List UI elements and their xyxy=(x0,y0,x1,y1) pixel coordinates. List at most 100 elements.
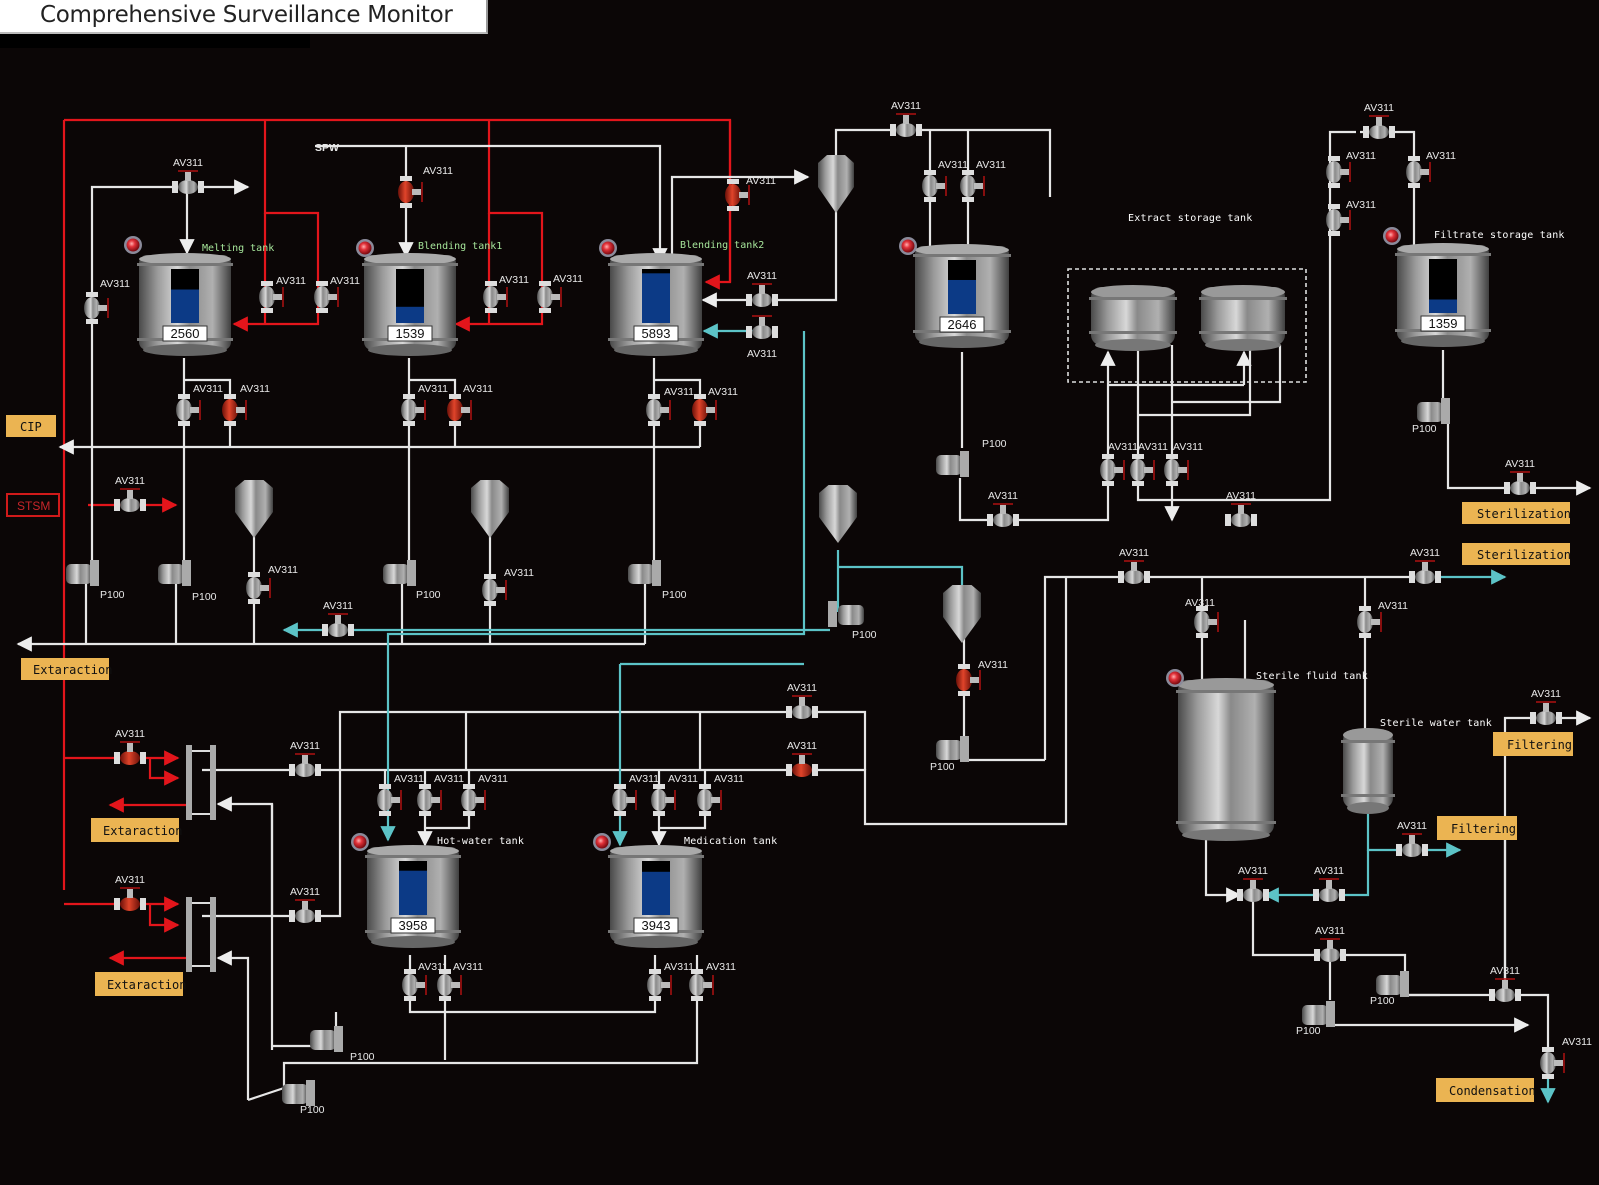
valve-av311[interactable]: AV311 xyxy=(1396,820,1428,857)
sterilization-button-1[interactable]: Sterilization xyxy=(1462,502,1571,524)
extraction-button-2[interactable]: Extaraction xyxy=(91,818,182,842)
valve-av311[interactable]: AV311 xyxy=(1314,925,1346,962)
tank-blending2[interactable]: 5893 xyxy=(608,253,704,356)
valve-av311[interactable]: AV311 xyxy=(259,275,306,313)
valve-av311[interactable]: AV311 xyxy=(483,274,529,313)
tank-blending1[interactable]: 1539 xyxy=(362,253,458,356)
valve-av311[interactable]: AV311 xyxy=(246,564,298,604)
valve-av311[interactable]: AV311 xyxy=(114,728,146,765)
valve-av311[interactable]: AV311 xyxy=(646,386,694,426)
filtering-button-2[interactable]: Filtering xyxy=(1437,816,1517,840)
valve-av311[interactable]: AV311 xyxy=(960,159,1006,202)
valve-av311[interactable]: AV311 xyxy=(1237,865,1269,902)
valve-av311[interactable]: AV311 xyxy=(1118,547,1150,584)
valve-av311[interactable]: AV311 xyxy=(1530,688,1562,725)
tank-medication[interactable]: 3943 xyxy=(608,845,704,948)
lamp-light xyxy=(901,239,915,253)
valve-av311[interactable]: AV311 xyxy=(172,157,204,194)
valve-av311[interactable]: AV311 xyxy=(725,175,776,211)
valve-av311[interactable]: AV311 xyxy=(447,383,493,426)
pump-p100[interactable]: P100 xyxy=(383,560,441,601)
valve-av311[interactable]: AV311 xyxy=(289,740,321,777)
valve-av311[interactable]: AV311 xyxy=(651,773,698,816)
pump-p100[interactable]: P100 xyxy=(628,560,687,601)
stsm-button[interactable]: STSM xyxy=(6,493,60,517)
filtering-button-1[interactable]: Filtering xyxy=(1493,732,1573,756)
valve-av311[interactable]: AV311 xyxy=(401,383,448,426)
pump-p100[interactable]: P100 xyxy=(1370,971,1409,1007)
extraction-button-3[interactable]: Extaraction xyxy=(95,972,186,996)
valve-av311[interactable]: AV311 xyxy=(322,600,354,637)
cip-button[interactable]: CIP xyxy=(6,415,56,437)
valve-av311[interactable]: AV311 xyxy=(402,961,448,1001)
pump-p100[interactable]: P100 xyxy=(310,1026,375,1063)
valve-av311[interactable]: AV311 xyxy=(746,270,778,307)
valve-av311[interactable]: AV311 xyxy=(1185,597,1219,638)
valve-av311[interactable]: AV311 xyxy=(1100,441,1138,486)
valve-av311[interactable]: AV311 xyxy=(222,383,270,426)
valve-body xyxy=(1320,948,1340,962)
valve-av311[interactable]: AV311 xyxy=(1540,1036,1592,1079)
valve-av311[interactable]: AV311 xyxy=(176,383,223,426)
valve-av311[interactable]: AV311 xyxy=(461,773,508,816)
valve-av311[interactable]: AV311 xyxy=(689,961,736,1001)
valve-av311[interactable]: AV311 xyxy=(314,275,360,313)
valve-flange xyxy=(1389,126,1395,138)
valve-av311[interactable]: AV311 xyxy=(987,490,1019,527)
pump-p100[interactable]: P100 xyxy=(282,1080,325,1116)
tank-extract-storage-2[interactable] xyxy=(1199,285,1287,351)
valve-av311[interactable]: AV311 xyxy=(84,278,130,324)
pump-p100[interactable]: P100 xyxy=(158,560,217,603)
valve-av311[interactable]: AV311 xyxy=(692,386,738,426)
pump-p100[interactable]: P100 xyxy=(1412,398,1450,435)
valve-av311[interactable]: AV311 xyxy=(922,159,968,202)
valve-av311[interactable]: AV311 xyxy=(114,475,146,512)
valve-label: AV311 xyxy=(668,773,698,785)
valve-av311[interactable]: AV311 xyxy=(437,961,483,1001)
pump-p100[interactable]: P100 xyxy=(66,560,125,601)
valve-av311[interactable]: AV311 xyxy=(697,773,744,816)
tank-hotwater[interactable]: 3958 xyxy=(365,845,461,948)
extraction-button-1[interactable]: Extaraction xyxy=(21,658,112,680)
valve-av311[interactable]: AV311 xyxy=(612,773,659,816)
valve-av311[interactable]: AV311 xyxy=(1164,441,1203,486)
pump-p100[interactable]: P100 xyxy=(936,438,1007,477)
tank-sterile-fluid[interactable] xyxy=(1176,678,1276,841)
tank-melting[interactable]: 2560 xyxy=(137,253,233,356)
valve-av311[interactable]: AV311 xyxy=(1363,102,1395,139)
valve-av311[interactable]: AV311 xyxy=(417,773,464,816)
pump-p100[interactable]: P100 xyxy=(1296,1001,1335,1037)
sterilization-button-2[interactable]: Sterilization xyxy=(1462,543,1571,565)
valve-av311[interactable]: AV311 xyxy=(1326,199,1376,236)
tank-extract-storage-1[interactable] xyxy=(1089,285,1177,351)
valve-av311[interactable]: AV311 xyxy=(1489,965,1521,1002)
valve-av311[interactable]: AV311 xyxy=(746,315,778,360)
valve-av311[interactable]: AV311 xyxy=(1225,490,1257,527)
valve-av311[interactable]: AV311 xyxy=(647,961,694,1001)
valve-av311[interactable]: AV311 xyxy=(289,886,321,923)
valve-av311[interactable]: AV311 xyxy=(1409,547,1441,584)
valve-av311[interactable]: AV311 xyxy=(1406,150,1456,188)
valve-av311[interactable]: AV311 xyxy=(377,773,424,816)
tank-sterile-water[interactable] xyxy=(1341,728,1395,814)
valve-av311[interactable]: AV311 xyxy=(1504,458,1536,495)
pump-p100[interactable]: P100 xyxy=(828,601,877,641)
tank-tank4[interactable]: 2646 xyxy=(913,244,1011,348)
valve-av311[interactable]: AV311 xyxy=(398,165,453,208)
valve-av311[interactable]: AV311 xyxy=(956,659,1008,696)
valve-av311[interactable]: AV311 xyxy=(786,740,818,777)
valve-av311[interactable]: AV311 xyxy=(1326,150,1376,188)
condensation-button[interactable]: Condensation xyxy=(1436,1078,1536,1102)
tank-filtrate[interactable]: 1359 xyxy=(1395,243,1491,347)
pump-p100[interactable]: P100 xyxy=(930,736,969,773)
valve-av311[interactable]: AV311 xyxy=(890,100,922,137)
valve-av311[interactable]: AV311 xyxy=(1357,600,1408,638)
valve-av311[interactable]: AV311 xyxy=(537,273,583,313)
valve-label: AV311 xyxy=(423,165,453,177)
valve-av311[interactable]: AV311 xyxy=(1313,865,1345,902)
valve-av311[interactable]: AV311 xyxy=(786,682,818,719)
valve-av311[interactable]: AV311 xyxy=(114,874,146,911)
valve-av311[interactable]: AV311 xyxy=(482,567,534,606)
valve-av311[interactable]: AV311 xyxy=(1130,441,1168,486)
